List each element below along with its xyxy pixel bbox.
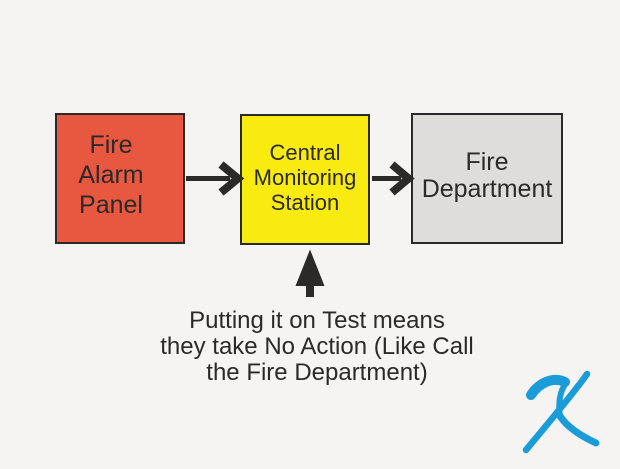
node-label-line: Fire bbox=[89, 130, 133, 159]
node-central-monitoring-station-label: Central Monitoring Station bbox=[254, 140, 357, 215]
node-label-line: Central bbox=[269, 140, 341, 165]
node-label-line: Alarm bbox=[78, 160, 144, 189]
node-label-line: Station bbox=[270, 190, 340, 215]
node-central-monitoring-station: Central Monitoring Station bbox=[240, 114, 370, 245]
caption-line: the Fire Department) bbox=[206, 359, 428, 386]
node-fire-alarm-panel: Fire Alarm Panel bbox=[55, 113, 185, 244]
node-label-line: Monitoring bbox=[253, 165, 357, 190]
caption-line: Putting it on Test means bbox=[189, 307, 445, 334]
node-fire-department-label: Fire Department bbox=[421, 147, 553, 203]
node-label-line: Fire bbox=[465, 147, 509, 176]
node-fire-alarm-panel-label: Fire Alarm Panel bbox=[78, 130, 143, 220]
node-fire-department: Fire Department bbox=[411, 113, 563, 244]
caption: Putting it on Test means they take No Ac… bbox=[17, 308, 617, 386]
node-label-line: Panel bbox=[79, 190, 143, 219]
arrow-right-icon bbox=[186, 161, 245, 196]
arrow-up-icon bbox=[295, 249, 325, 297]
caption-line: they take No Action (Like Call bbox=[160, 333, 474, 360]
arrow-right-icon bbox=[372, 161, 415, 196]
node-label-line: Department bbox=[421, 174, 553, 203]
